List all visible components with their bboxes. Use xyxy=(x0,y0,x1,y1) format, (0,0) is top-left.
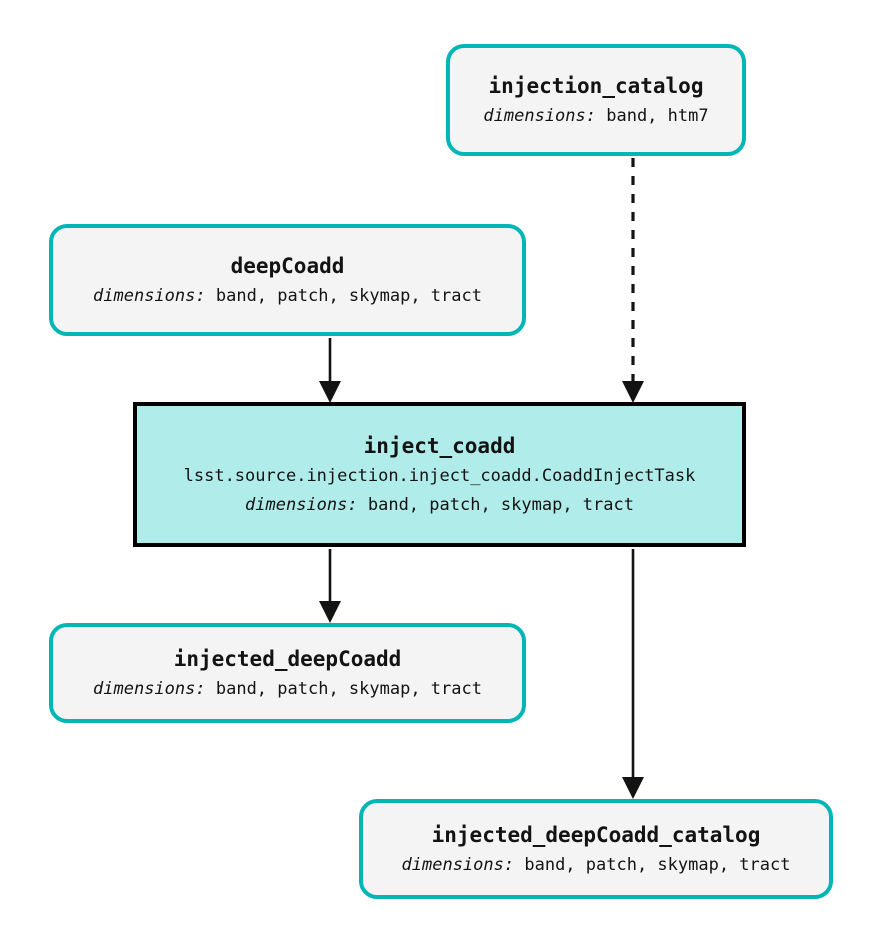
dimensions-value: band, patch, skymap, tract xyxy=(215,285,482,306)
dimensions-label: dimensions: xyxy=(245,494,358,515)
node-dimensions: dimensions: band, patch, skymap, tract xyxy=(93,678,482,700)
dimensions-label: dimensions: xyxy=(483,105,596,126)
node-dimensions: dimensions: band, patch, skymap, tract xyxy=(401,854,791,876)
edge-injection-catalog-to-inject-coadd xyxy=(622,158,644,403)
dimensions-value: band, patch, skymap, tract xyxy=(367,494,634,515)
node-title: inject_coadd xyxy=(363,433,516,458)
dimensions-label: dimensions: xyxy=(93,285,206,306)
node-dimensions: dimensions: band, patch, skymap, tract xyxy=(93,285,482,307)
dimensions-value: band, htm7 xyxy=(606,105,709,126)
dimensions-value: band, patch, skymap, tract xyxy=(215,678,482,699)
node-title: deepCoadd xyxy=(230,253,345,278)
edge-deep-coadd-to-inject-coadd xyxy=(319,338,341,403)
arrowhead xyxy=(622,777,644,799)
dimensions-label: dimensions: xyxy=(401,854,515,875)
node-dimensions: dimensions: band, patch, skymap, tract xyxy=(245,494,634,516)
edge-inject-coadd-to-injected-deep-coadd-catalog xyxy=(622,549,644,799)
arrowhead xyxy=(622,381,644,403)
arrowhead xyxy=(319,381,341,403)
node-class-path: lsst.source.injection.inject_coadd.Coadd… xyxy=(183,466,696,487)
edge-inject-coadd-to-injected-deep-coadd xyxy=(319,549,341,623)
node-title: injected_deepCoadd xyxy=(173,646,402,671)
node-title: injection_catalog xyxy=(488,73,704,98)
dimensions-value: band, patch, skymap, tract xyxy=(524,854,791,875)
dimensions-label: dimensions: xyxy=(93,678,206,699)
arrowhead xyxy=(319,601,341,623)
node-dimensions: dimensions: band, htm7 xyxy=(483,105,709,127)
node-deep-coadd[interactable]: deepCoadd dimensions: band, patch, skyma… xyxy=(49,224,526,336)
node-inject-coadd[interactable]: inject_coadd lsst.source.injection.injec… xyxy=(133,402,746,547)
node-injected-deep-coadd-catalog[interactable]: injected_deepCoadd_catalog dimensions: b… xyxy=(359,799,833,899)
node-title: injected_deepCoadd_catalog xyxy=(431,822,761,847)
node-injected-deep-coadd[interactable]: injected_deepCoadd dimensions: band, pat… xyxy=(49,623,526,723)
node-injection-catalog[interactable]: injection_catalog dimensions: band, htm7 xyxy=(446,44,746,156)
